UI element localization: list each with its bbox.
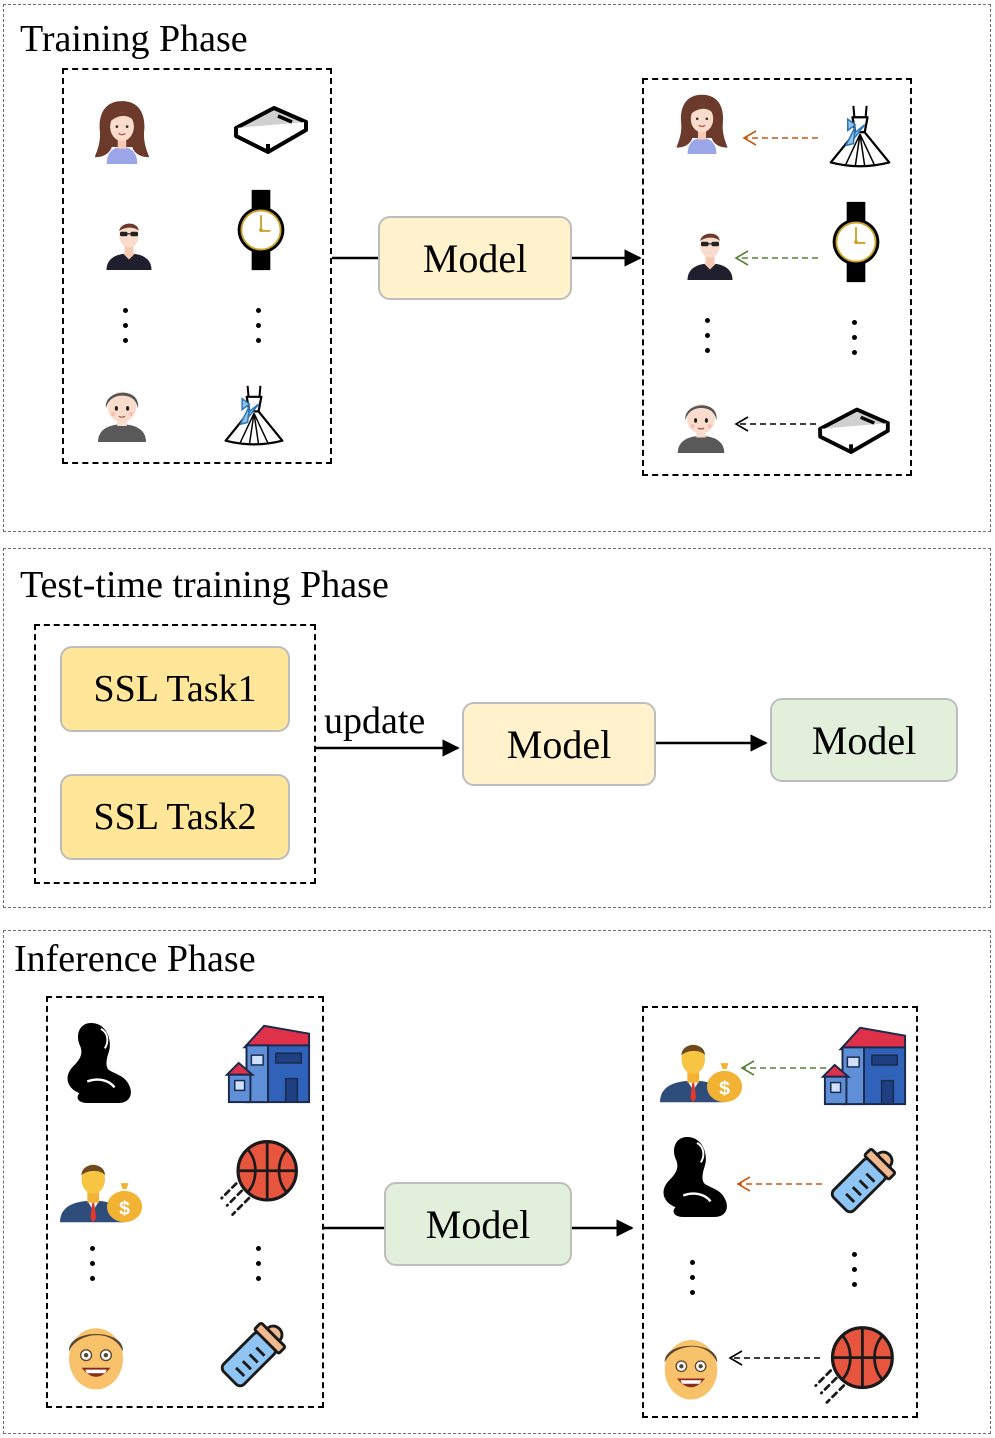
update-label: update — [324, 700, 426, 742]
inference-input-group — [46, 996, 324, 1408]
ellipsis-icon — [688, 1260, 698, 1305]
ellipsis-icon — [850, 320, 860, 365]
training-model-box: Model — [378, 216, 572, 300]
ellipsis-icon — [254, 308, 264, 353]
ssl-task2-box: SSL Task2 — [60, 774, 290, 860]
ttt-phase-title: Test-time training Phase — [20, 564, 389, 606]
ttt-model-after-box: Model — [770, 698, 958, 782]
inference-match-arrow-black — [728, 1350, 820, 1366]
training-phase-title: Training Phase — [20, 18, 248, 60]
inference-match-arrow-green — [740, 1060, 826, 1076]
ssl-task-group — [34, 624, 316, 884]
ellipsis-icon — [88, 1246, 98, 1291]
training-phase-panel — [3, 4, 991, 532]
training-match-arrow-black — [734, 416, 816, 432]
ssl-task1-box: SSL Task1 — [60, 646, 290, 732]
ttt-phase-panel — [3, 548, 991, 908]
training-input-group — [62, 68, 332, 464]
inference-phase-title: Inference Phase — [14, 938, 256, 980]
ttt-model-before-box: Model — [462, 702, 656, 786]
inference-match-arrow-orange — [736, 1176, 822, 1192]
inference-output-group — [642, 1006, 918, 1418]
training-output-group — [642, 78, 912, 476]
ellipsis-icon — [850, 1252, 860, 1297]
training-match-arrow-green — [734, 250, 818, 266]
inference-model-box: Model — [384, 1182, 572, 1266]
inference-phase-panel — [3, 930, 991, 1434]
ellipsis-icon — [703, 318, 713, 363]
training-match-arrow-orange — [742, 130, 818, 146]
ellipsis-icon — [254, 1246, 264, 1291]
ellipsis-icon — [121, 308, 131, 353]
